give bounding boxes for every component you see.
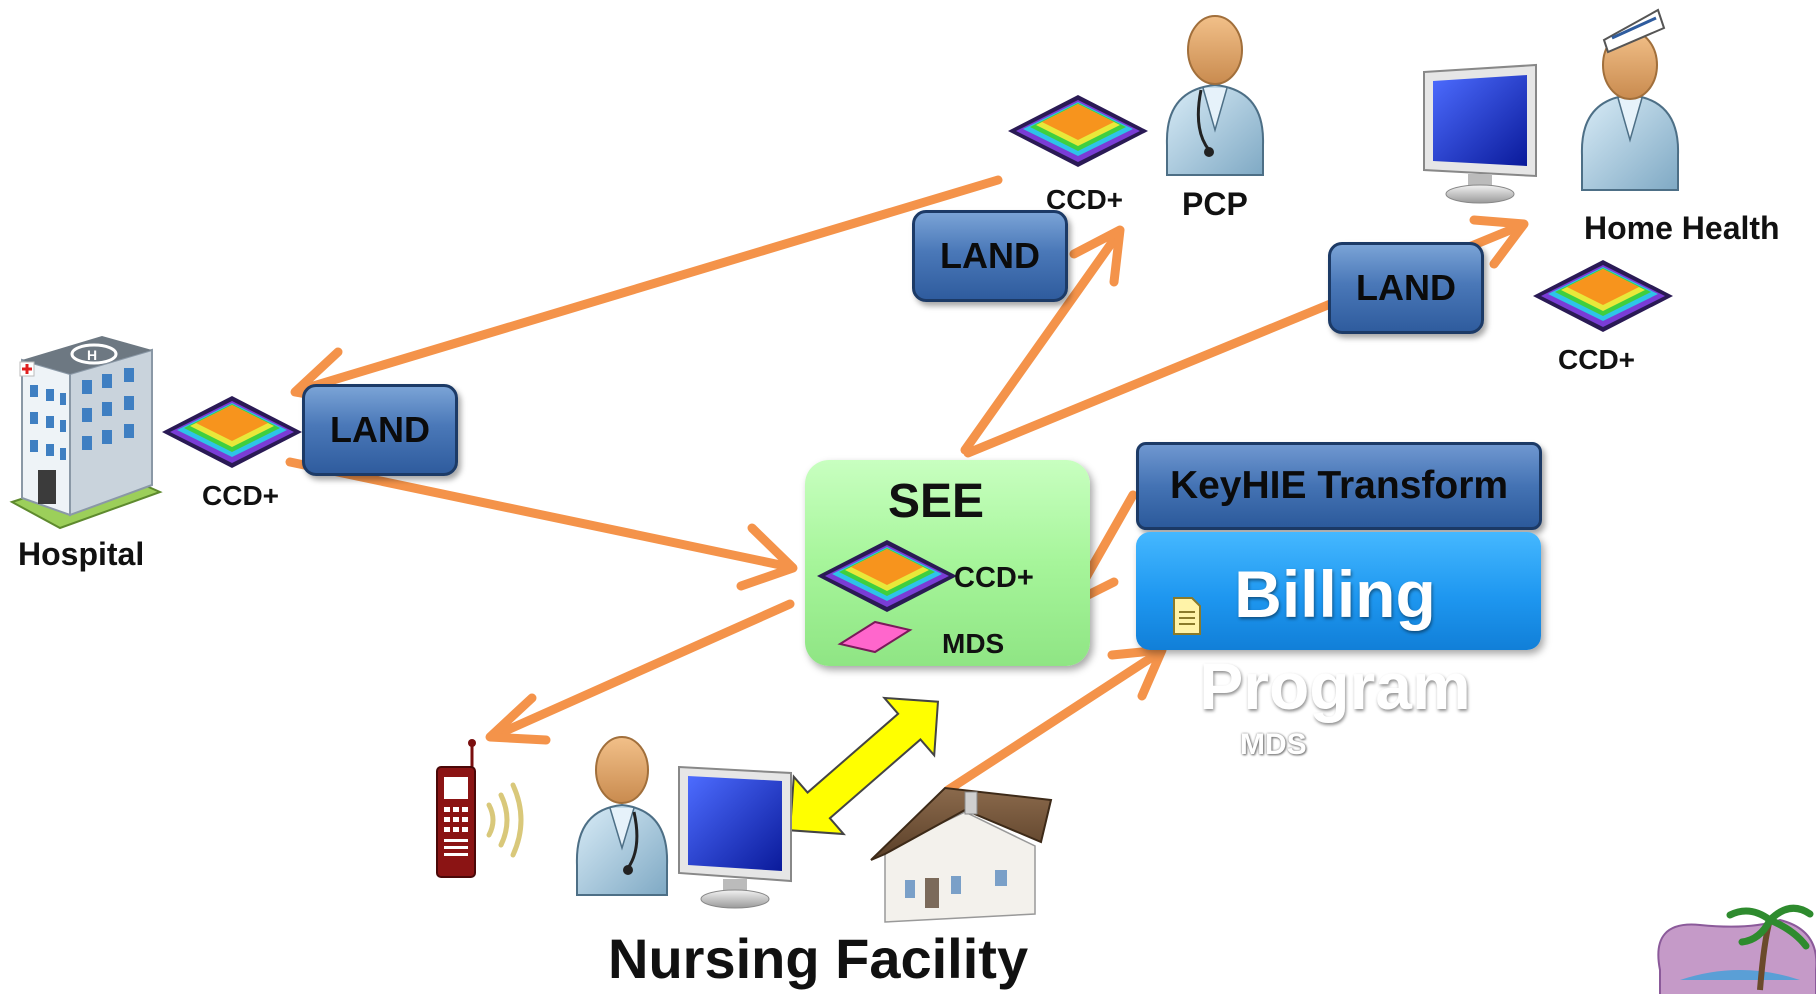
land-box-home-health[interactable]: LAND xyxy=(1328,242,1484,334)
home-health-label: Home Health xyxy=(1584,210,1780,246)
hospital-label: Hospital xyxy=(18,536,145,572)
arrow-pcp-to-hospital xyxy=(290,175,1003,407)
see-label: SEE xyxy=(888,475,985,528)
monitor-icon xyxy=(678,765,792,909)
pcp-ccd-label: CCD+ xyxy=(1046,184,1124,215)
see-contents xyxy=(817,540,957,654)
sync-double-arrow xyxy=(788,696,940,836)
nursing-facility-label: Nursing Facility xyxy=(608,927,1029,990)
monitor-icon xyxy=(1423,63,1537,204)
billing-mds-label: MDS xyxy=(1240,728,1307,761)
house-icon xyxy=(870,786,1053,923)
hospital-icon: H xyxy=(9,336,163,530)
billing-program-label: Billing Program xyxy=(1199,557,1471,723)
home-health-ccd-label: CCD+ xyxy=(1558,344,1636,375)
nurse-icon xyxy=(1580,8,1680,191)
doctor-icon xyxy=(1165,15,1265,176)
arrow-see-to-pcp xyxy=(960,225,1125,455)
ccd-stack-icon xyxy=(817,540,957,612)
land-box-pcp[interactable]: LAND xyxy=(912,210,1068,302)
ccd-stack-icon xyxy=(1533,260,1673,332)
ccd-stack-icon xyxy=(162,396,302,468)
arrow-nursing-to-billing xyxy=(943,645,1167,795)
see-mds-label: MDS xyxy=(942,628,1005,659)
ccd-stack-icon xyxy=(1008,95,1148,167)
pcp-label: PCP xyxy=(1182,186,1248,222)
doctor-icon xyxy=(575,736,669,896)
billing-program-box[interactable] xyxy=(1136,532,1541,650)
land-box-hospital[interactable]: LAND xyxy=(302,384,458,476)
keyhie-transform-box[interactable]: KeyHIE Transform xyxy=(1136,442,1542,530)
document-icon xyxy=(1173,597,1201,635)
arrow-see-to-phone xyxy=(485,599,795,745)
svg-text:H: H xyxy=(87,347,97,363)
phone-icon xyxy=(436,739,524,878)
island-icon xyxy=(1657,904,1816,994)
mds-icon xyxy=(837,620,913,654)
hospital-ccd-label: CCD+ xyxy=(202,480,280,511)
arrow-hospital-to-see xyxy=(285,457,798,591)
see-ccd-label: CCD+ xyxy=(954,562,1034,594)
